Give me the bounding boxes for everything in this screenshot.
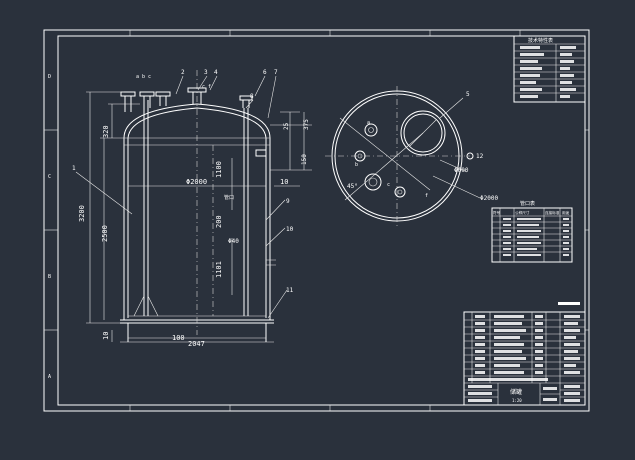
dim-pipe-c: 200 (215, 215, 223, 228)
nozzle-header-size: 公称尺寸 (515, 210, 530, 215)
dim-top-1: 375 (303, 119, 310, 130)
part-label-5: 5 (466, 91, 470, 98)
part-label-10: 10 (286, 226, 294, 233)
dim-base-width: 2047 (188, 340, 205, 348)
top-nozzles (120, 87, 253, 112)
front-dimensions (86, 91, 312, 342)
manhole (400, 110, 446, 156)
top-label-c: c (387, 182, 390, 188)
dim-head-height: 320 (102, 125, 110, 138)
part-label-8: 8 (250, 93, 254, 100)
front-dim-texts: 3200 2500 320 Φ2000 10 10 100 2047 1100 … (78, 74, 310, 348)
dim-pipe-d: Φ40 (228, 238, 239, 245)
top-label-a: a (367, 120, 370, 126)
svg-text:A: A (48, 374, 51, 380)
inner-frame (57, 35, 586, 406)
part-label-11: 11 (286, 287, 294, 294)
dim-inner-diameter: Φ2000 (186, 178, 207, 186)
dim-shell-height: 2500 (101, 225, 109, 242)
part-label-2: 2 (181, 69, 185, 76)
part-label-7: 7 (274, 69, 278, 76)
dim-angle: 45° (347, 183, 358, 190)
top-label-f: f (425, 193, 428, 199)
front-leaders (75, 75, 288, 319)
part-label-9: 9 (286, 198, 290, 205)
nozzle-table-headers: 符号 公称尺寸 连接标准 用途 (493, 210, 570, 215)
top-view: Φ600 Φ2000 45° a c b f (325, 86, 498, 226)
part-label-4: 4 (214, 69, 218, 76)
dim-manhole-dia: Φ600 (454, 167, 469, 174)
nozzle-table: 管口表 符号 公称尺寸 连接标准 用途 (491, 200, 573, 263)
nozzle-header-standard: 连接标准 (545, 210, 560, 215)
top-view-texts: Φ600 Φ2000 45° a c b f (347, 120, 498, 202)
svg-text:B: B (48, 274, 51, 280)
nozzle-text-left: a b c (136, 74, 151, 80)
frame-tick-letters: D C B A (48, 74, 51, 380)
nozzle-header-use: 用途 (562, 210, 570, 215)
dim-outer-dia: Φ2000 (480, 195, 498, 202)
revision-bar (558, 302, 580, 305)
tech-table-title: 技术特性表 (528, 37, 553, 44)
tech-table: 技术特性表 (513, 35, 586, 103)
part-label-12: 12 (476, 153, 484, 160)
outer-frame (43, 29, 590, 412)
part-label-1: 1 (72, 165, 76, 172)
nozzle-table-title: 管口表 (520, 200, 535, 207)
title-block: 储罐 1:20 (463, 311, 586, 406)
part-label-3: 3 (204, 69, 208, 76)
svg-text:C: C (48, 174, 51, 180)
drawing-scale: 1:20 (512, 398, 522, 403)
nozzle-header-symbol: 符号 (493, 210, 501, 215)
part-callouts: 1 2 3 4 5 6 7 8 9 10 11 12 (72, 69, 484, 294)
dim-top-2: 25 (283, 122, 290, 130)
dim-overall-height: 3200 (78, 205, 86, 222)
dim-wall-thickness: 10 (280, 178, 288, 186)
svg-text:D: D (48, 74, 51, 80)
drawing-name: 储罐 (510, 388, 522, 396)
front-view: 3200 2500 320 Φ2000 10 10 100 2047 1100 … (72, 69, 484, 348)
top-label-b: b (355, 162, 358, 168)
dim-top-3: 150 (301, 154, 308, 165)
nozzle-text-right: c f (202, 84, 211, 90)
dim-pipe-a: 1100 (215, 161, 223, 178)
pipe-label: 管口 (224, 194, 234, 201)
frame-ticks (44, 30, 589, 411)
dim-bottom-offset: 10 (102, 332, 110, 340)
dim-skirt-height: 100 (172, 334, 185, 342)
part-label-6: 6 (263, 69, 267, 76)
dim-pipe-b: 1101 (215, 261, 223, 278)
